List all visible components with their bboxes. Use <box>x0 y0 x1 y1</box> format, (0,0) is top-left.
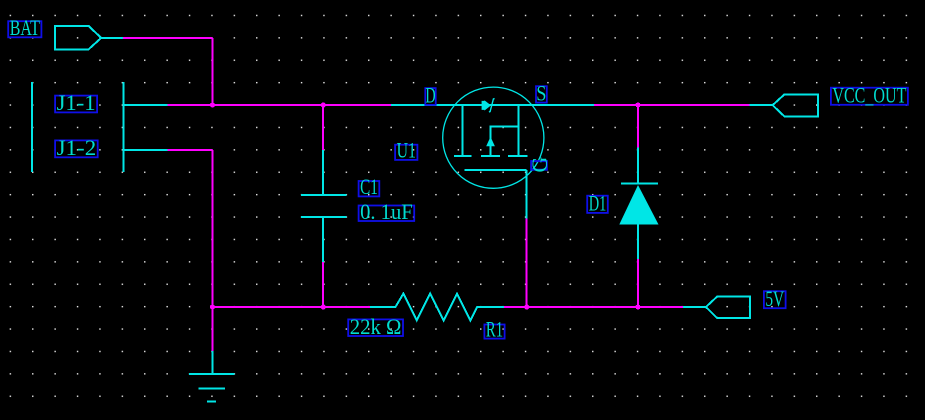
svg-text:BAT: BAT <box>10 15 41 40</box>
svg-text:D: D <box>425 83 435 108</box>
svg-text:VCC_OUT: VCC_OUT <box>832 83 906 108</box>
svg-text:U1: U1 <box>397 138 416 163</box>
svg-text:R1: R1 <box>486 316 503 341</box>
svg-text:J1-1: J1-1 <box>57 90 96 115</box>
svg-text:22k Ω: 22k Ω <box>350 314 402 339</box>
svg-text:5V: 5V <box>765 286 784 311</box>
svg-text:D1: D1 <box>589 191 607 216</box>
svg-text:G: G <box>527 156 552 172</box>
svg-text:J1-2: J1-2 <box>57 135 97 160</box>
svg-text:C1: C1 <box>360 174 378 199</box>
svg-text:S: S <box>536 80 546 105</box>
svg-text:0. 1uF: 0. 1uF <box>360 199 413 224</box>
